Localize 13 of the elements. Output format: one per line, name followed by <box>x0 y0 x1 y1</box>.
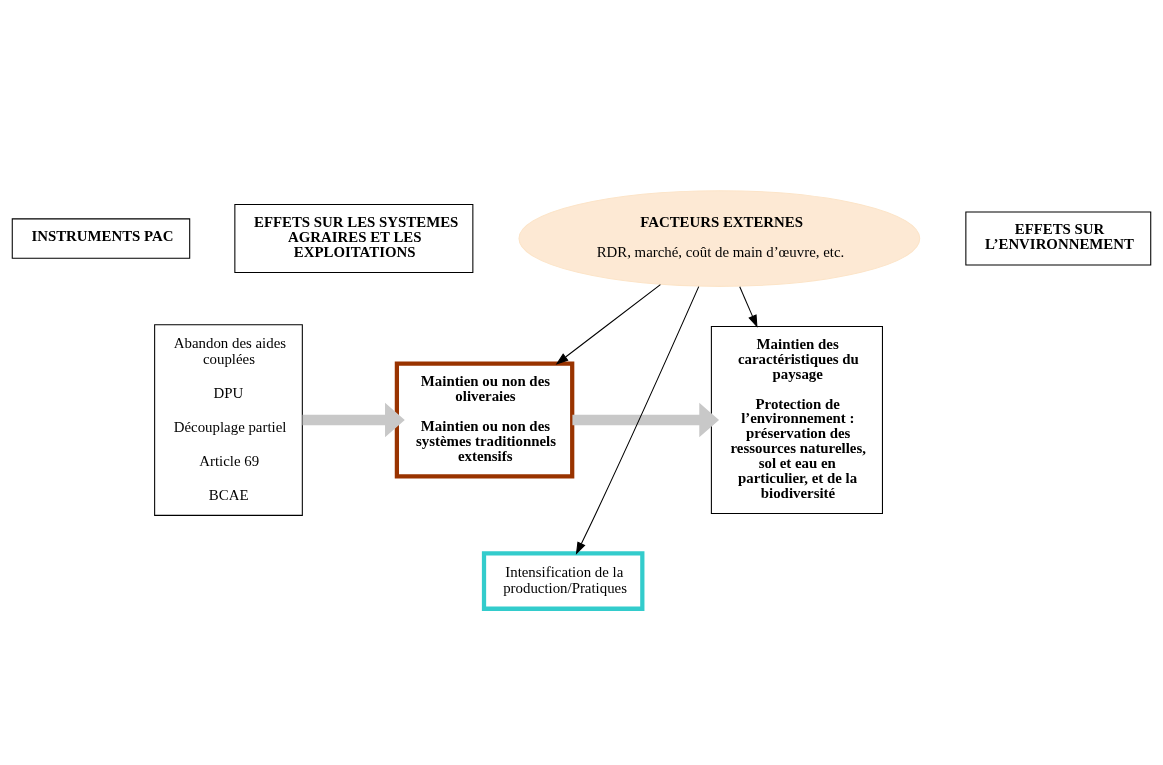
arrow <box>572 402 720 437</box>
arrow <box>739 285 758 328</box>
node-box: Intensification de la production/Pratiques <box>481 550 645 611</box>
arrow <box>555 283 661 365</box>
arrow <box>302 402 405 437</box>
node-box: Abandon des aides couplées DPU Découplage partiel Article 69 BCAE <box>154 323 303 516</box>
node-box: EFFETS SUR LES SYSTEMES AGRAIRES ET LES EXPLOITATIONS <box>234 203 474 273</box>
node-box: EFFETS SUR L’ENVIRONNEMENT <box>965 210 1152 266</box>
arrow <box>575 285 700 555</box>
node-box: INSTRUMENTS PAC <box>11 217 191 259</box>
node-ellipse: FACTEURS EXTERNES RDR, marché, coût de main d’œuvre, etc. <box>518 189 921 287</box>
node-box: Maintien des caractéristiques du paysage Protection de l’environnement : préservation des ressources naturelles, sol et eau en particulier, et de la biodiversité <box>710 325 883 514</box>
node-box: Maintien ou non des oliveraies Maintien ou non des systèmes traditionnels extensifs <box>394 361 575 478</box>
